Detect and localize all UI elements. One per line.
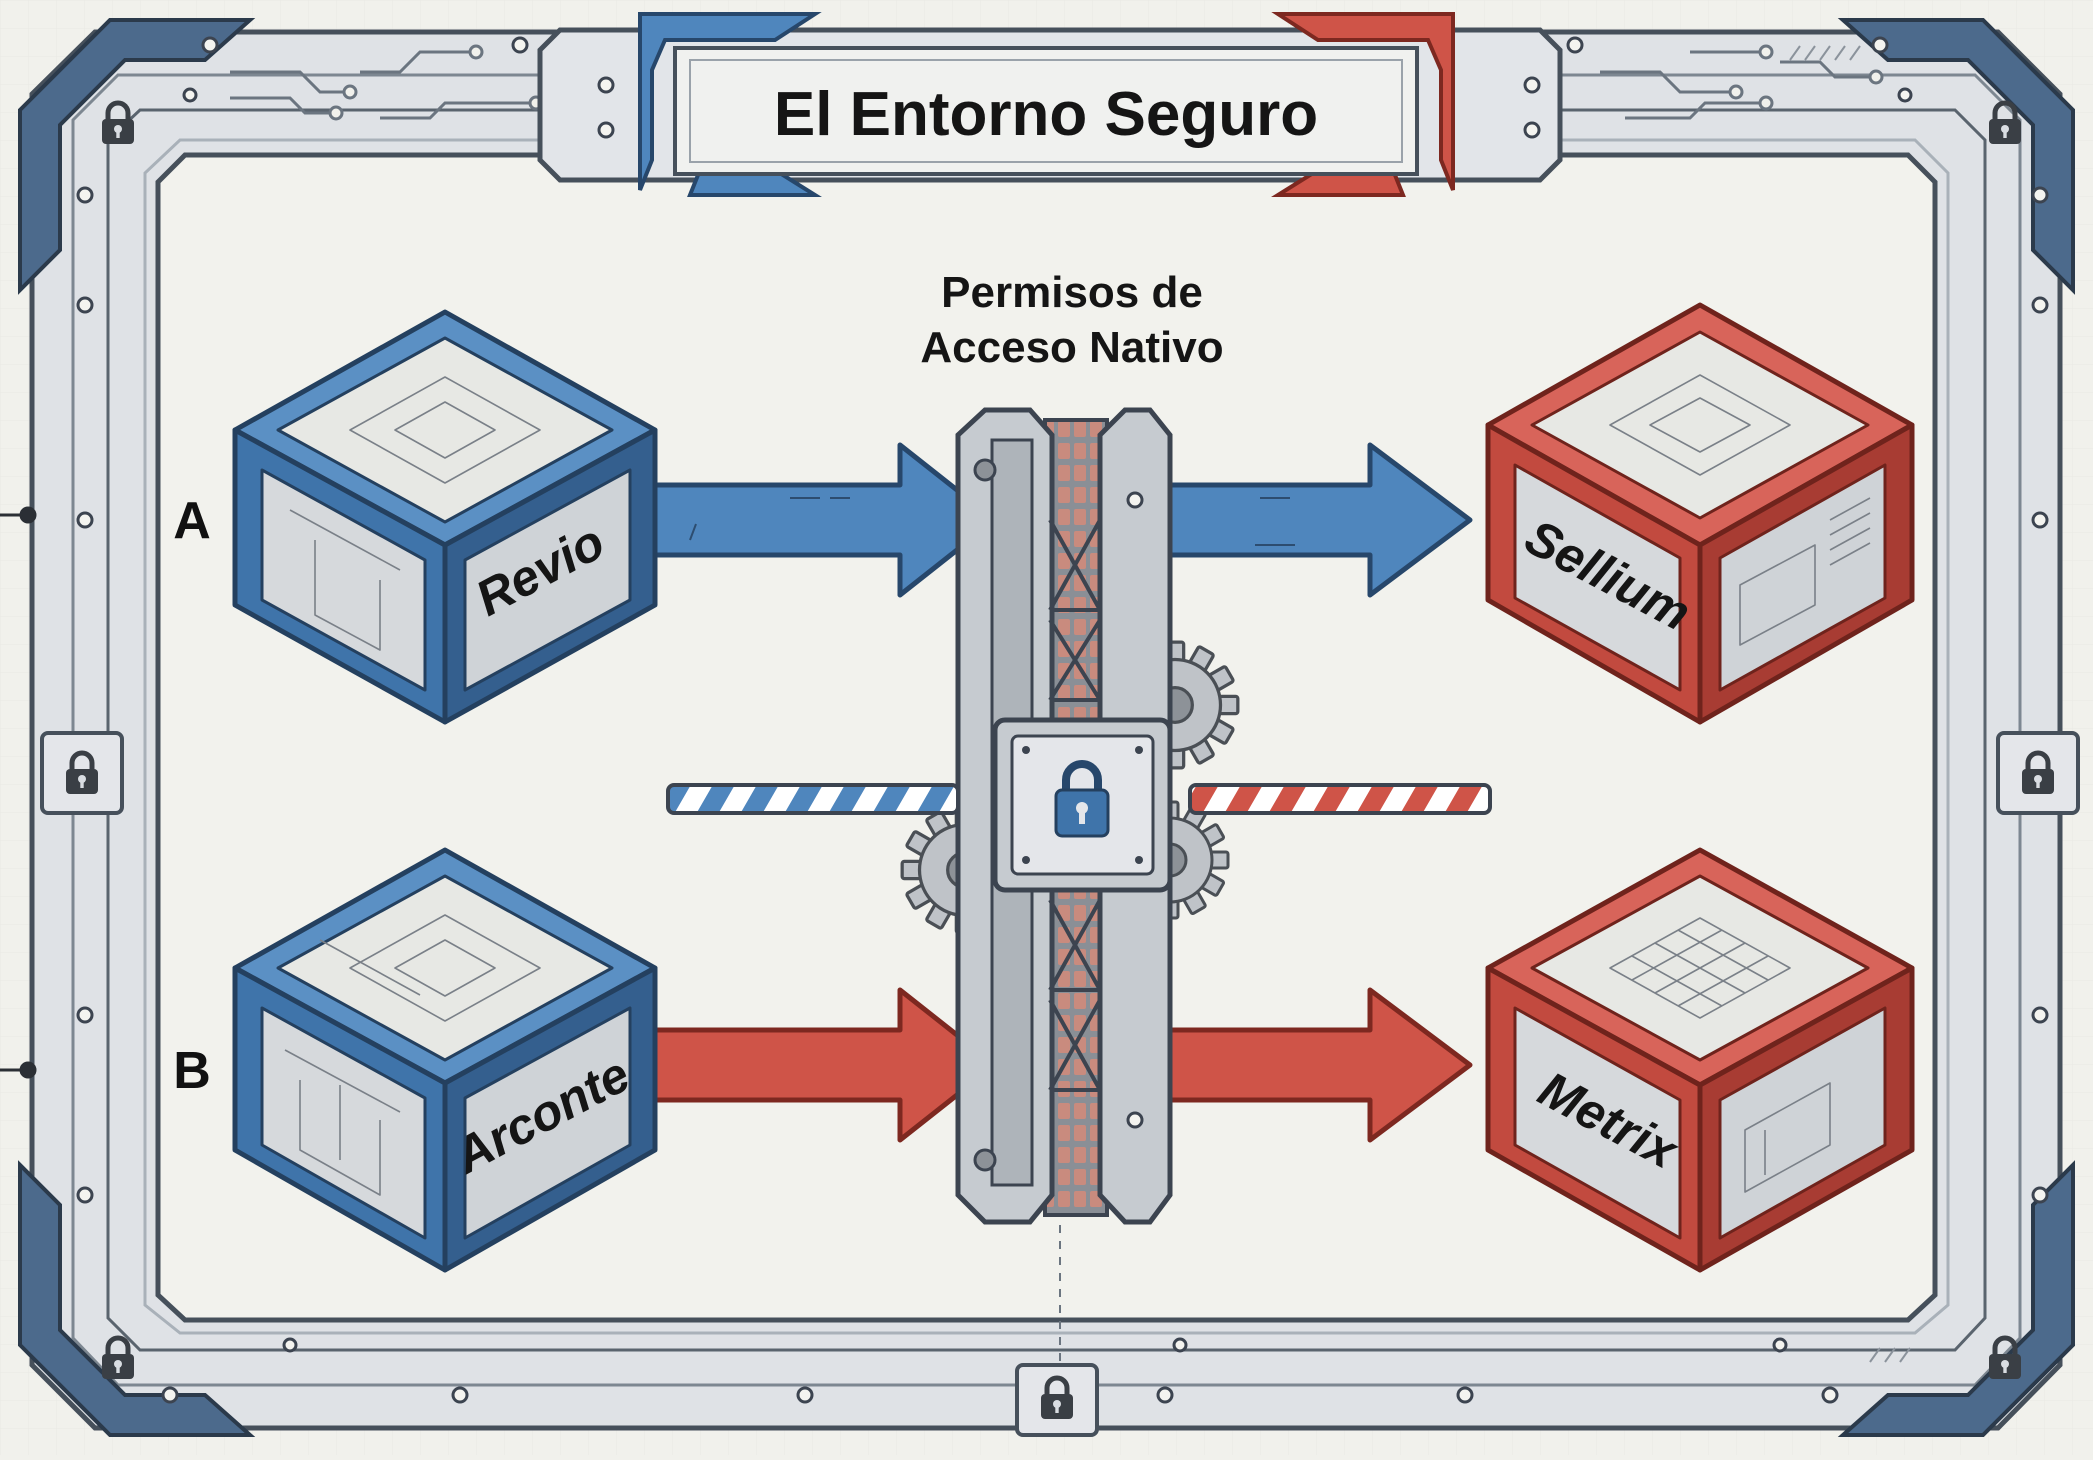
- barrier-bar-right: [1188, 783, 1492, 815]
- circuit-trace-icon: [230, 44, 1884, 121]
- gateway-label-line2: Acceso Nativo: [920, 323, 1223, 372]
- arrow-a-in: [652, 442, 998, 598]
- access-gateway: [666, 407, 1492, 1365]
- side-connectors: [0, 506, 37, 1079]
- cube-arconte: Arconte: [232, 847, 658, 1273]
- title-plate: El Entorno Seguro: [537, 12, 1563, 197]
- frame-rivets: [76, 36, 2049, 1404]
- arrow-b-out: [1157, 987, 1473, 1143]
- frame-hatch: [1789, 45, 1911, 1363]
- cube-revio: Revio: [232, 309, 658, 725]
- row-marker-a: A: [173, 492, 211, 550]
- cube-metrix: Metrix: [1485, 847, 1915, 1273]
- row-marker-b: B: [173, 1042, 211, 1100]
- frame-locks: [40, 103, 2080, 1437]
- barrier-bar-left: [666, 783, 960, 815]
- lock-icon: [1054, 760, 1110, 838]
- arrow-b-in: [652, 987, 998, 1143]
- cube-sellium: Sellium: [1485, 302, 1915, 725]
- arrow-a-out: [1157, 442, 1473, 598]
- gateway-label-line1: Permisos de: [941, 268, 1203, 317]
- diagram-title: El Entorno Seguro: [774, 80, 1318, 149]
- gateway-label: Permisos de Acceso Nativo: [920, 268, 1223, 372]
- flow-arrows: [652, 442, 1473, 1143]
